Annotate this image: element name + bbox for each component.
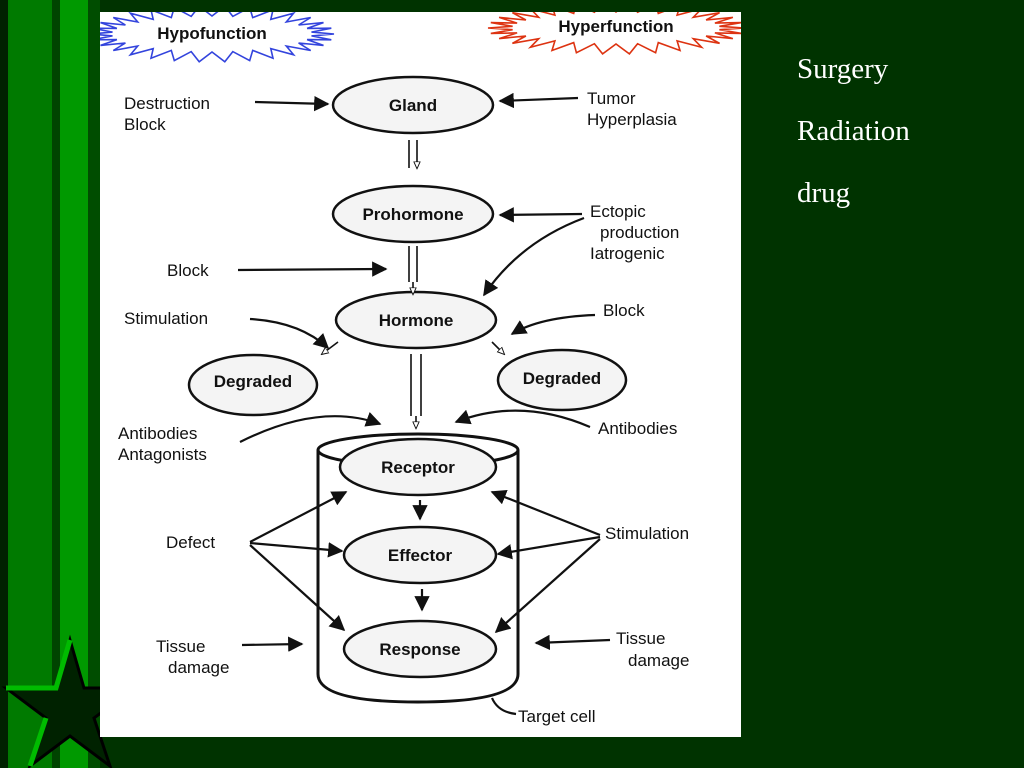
response-label: Response	[379, 640, 460, 659]
flow-arrows	[322, 140, 504, 612]
receptor-label: Receptor	[381, 458, 455, 477]
hormone-label: Hormone	[379, 311, 454, 330]
degraded-left-node: Degraded	[187, 353, 319, 417]
stripe-1	[0, 0, 8, 768]
ectopic-label: Ectopic	[590, 202, 646, 221]
production-label: production	[600, 223, 679, 242]
tissue-label-right: Tissue	[616, 629, 665, 648]
receptor-node: Receptor	[338, 437, 498, 497]
treatment-surgery: Surgery	[797, 53, 889, 85]
treatment-drug: drug	[797, 177, 851, 209]
defect-label: Defect	[166, 533, 215, 552]
treatment-radiation: Radiation	[797, 115, 910, 147]
endocrine-pathway-diagram: Hypofunction Hyperfunction Gland Prohorm…	[100, 12, 741, 737]
destruction-label: Destruction	[124, 94, 210, 113]
hyperfunction-label: Hyperfunction	[558, 17, 673, 36]
block-label-2: Block	[167, 261, 209, 280]
target-cell-label: Target cell	[518, 707, 595, 726]
iatrogenic-label: Iatrogenic	[590, 244, 665, 263]
degraded-right-node: Degraded	[496, 348, 628, 412]
prohormone-node: Prohormone	[331, 184, 495, 244]
stimulation-label-left: Stimulation	[124, 309, 208, 328]
hypofunction-burst: Hypofunction	[100, 12, 335, 63]
hyperplasia-label: Hyperplasia	[587, 110, 677, 129]
effector-node: Effector	[342, 525, 498, 585]
degraded-left-label: Degraded	[214, 372, 292, 391]
hypofunction-label: Hypofunction	[157, 24, 267, 43]
stripe-2	[8, 0, 52, 768]
antagonists-label: Antagonists	[118, 445, 207, 464]
left-causes: Destruction Block Block Stimulation Anti…	[118, 94, 388, 677]
block-label-right: Block	[603, 301, 645, 320]
response-node: Response	[342, 619, 498, 679]
antibodies-label-right: Antibodies	[598, 419, 677, 438]
prohormone-label: Prohormone	[362, 205, 463, 224]
stripe-5	[88, 0, 100, 768]
damage-label-right: damage	[628, 651, 689, 670]
effector-label: Effector	[388, 546, 453, 565]
tissue-label-left: Tissue	[156, 637, 205, 656]
right-causes: Tumor Hyperplasia Ectopic production Iat…	[454, 89, 689, 726]
hormone-node: Hormone	[334, 290, 498, 350]
treatment-list: Surgery Radiation drug	[797, 38, 1017, 224]
degraded-right-label: Degraded	[523, 369, 601, 388]
stripe-3	[52, 0, 60, 768]
tumor-label: Tumor	[587, 89, 636, 108]
stripe-4	[60, 0, 88, 768]
stimulation-label-right: Stimulation	[605, 524, 689, 543]
hyperfunction-burst: Hyperfunction	[487, 12, 741, 55]
damage-label-left: damage	[168, 658, 229, 677]
gland-label: Gland	[389, 96, 437, 115]
block-label-1: Block	[124, 115, 166, 134]
antibodies-label-left: Antibodies	[118, 424, 197, 443]
gland-node: Gland	[331, 75, 495, 135]
